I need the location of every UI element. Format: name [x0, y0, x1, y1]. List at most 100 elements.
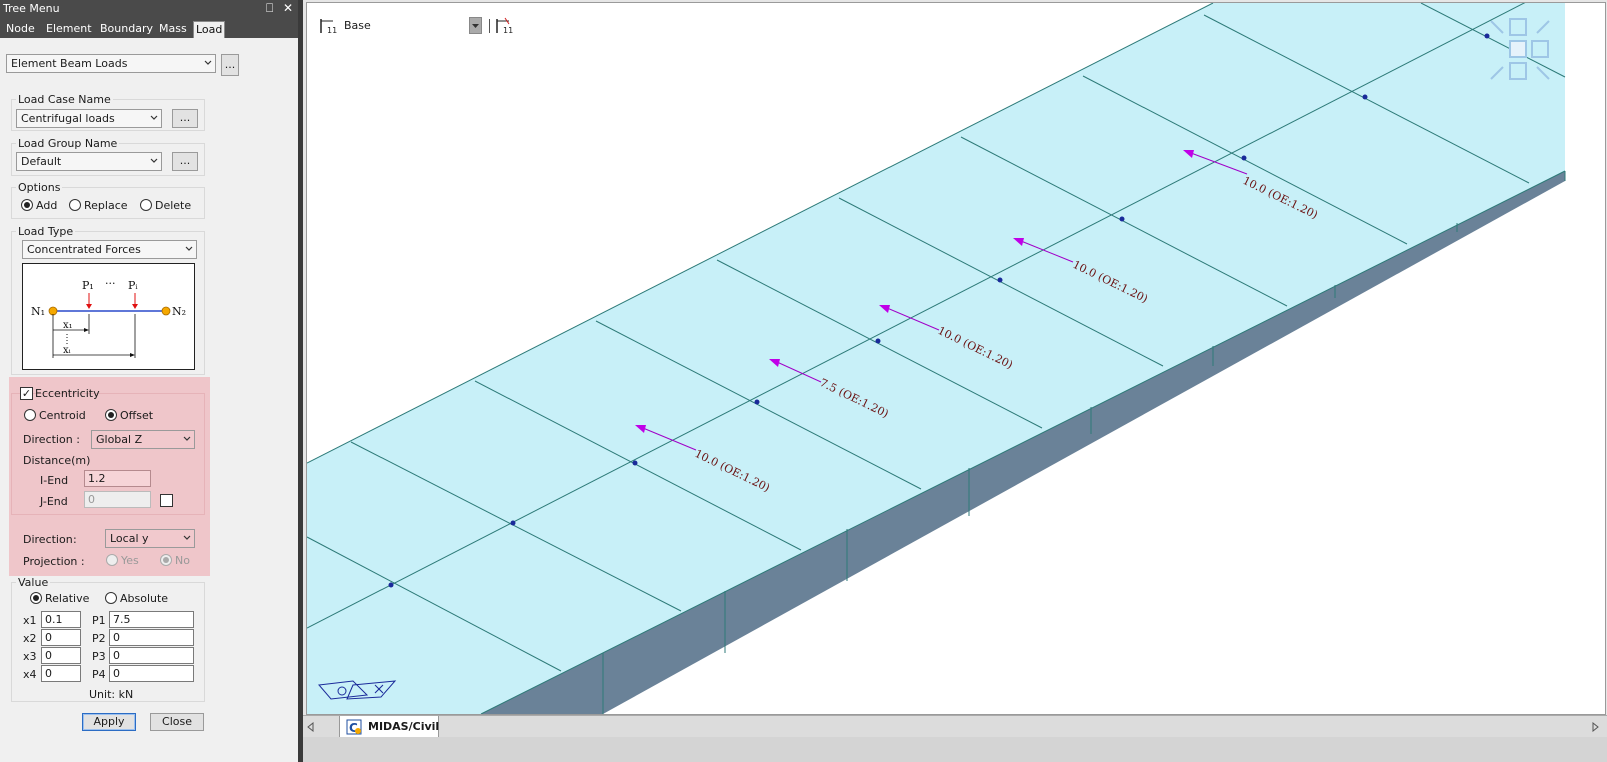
x4-label: x4	[23, 668, 37, 681]
midas-app-icon: C	[346, 719, 362, 735]
projection-label: Projection :	[23, 555, 85, 568]
i-end-label: I-End	[40, 474, 69, 487]
view-cube-icon[interactable]	[1490, 18, 1550, 80]
load-type-select[interactable]: Concentrated Forces	[22, 240, 197, 259]
close-button[interactable]: Close	[150, 713, 204, 731]
diagram-pi-label: Pᵢ	[128, 279, 138, 292]
option-replace-label: Replace	[84, 199, 128, 212]
tree-menu-tabs: Node Element Boundary Mass Load	[0, 18, 298, 38]
option-replace-radio[interactable]	[69, 199, 81, 211]
layer-name: Base	[344, 19, 371, 32]
p2-label: P2	[92, 632, 106, 645]
p1-input[interactable]: 7.5	[109, 611, 194, 628]
ecc-direction-select[interactable]: Global Z	[91, 430, 195, 449]
chevron-down-icon	[204, 60, 212, 65]
value-group	[11, 582, 205, 702]
tab-boundary[interactable]: Boundary	[100, 22, 153, 35]
eccentricity-checkbox[interactable]: ✓	[20, 387, 33, 400]
document-tab-label: MIDAS/Civil	[368, 720, 440, 733]
load-case-label: Load Case Name	[16, 93, 113, 106]
p3-input[interactable]: 0	[109, 647, 194, 664]
projection-no-label: No	[175, 554, 190, 567]
j-end-label: J-End	[40, 495, 68, 508]
i-end-input[interactable]: 1.2	[84, 470, 151, 487]
value-label: Value	[16, 576, 51, 589]
direction-colon: :	[73, 533, 77, 546]
status-bar	[303, 737, 1607, 762]
svg-text:11: 11	[503, 26, 513, 35]
p2-input[interactable]: 0	[109, 629, 194, 646]
direction-select[interactable]: Local y	[105, 529, 195, 548]
layer-dropdown-button[interactable]	[469, 17, 482, 34]
chevron-down-icon	[150, 158, 158, 163]
load-function-more-button[interactable]: ...	[221, 54, 239, 76]
x3-input[interactable]: 0	[41, 647, 81, 664]
option-add-label: Add	[36, 199, 58, 212]
relative-label: Relative	[45, 592, 90, 605]
relative-radio[interactable]	[30, 592, 42, 604]
projection-no-radio[interactable]	[160, 554, 172, 566]
toolbar-separator	[489, 19, 490, 33]
offset-label: Offset	[120, 409, 154, 422]
projection-yes-radio[interactable]	[106, 554, 118, 566]
x1-input[interactable]: 0.1	[41, 611, 81, 628]
load-arrows	[642, 152, 1248, 451]
panel-splitter[interactable]	[298, 0, 303, 762]
chevron-down-icon	[150, 115, 158, 120]
close-icon[interactable]: ✕	[283, 1, 294, 15]
load-case-more-button[interactable]: ...	[172, 109, 198, 128]
tree-menu-panel: Tree Menu ⎕ ✕ Node Element Boundary Mass…	[0, 0, 298, 762]
options-label: Options	[16, 181, 63, 194]
load-type-label: Load Type	[16, 225, 76, 238]
x2-label: x2	[23, 632, 37, 645]
apply-button[interactable]: Apply	[82, 713, 136, 731]
direction-label: Direction	[23, 533, 73, 546]
ecc-direction-value: Global Z	[96, 433, 143, 446]
model-viewport[interactable]: 10.0 (OE:1.20) 10.0 (OE:1.20) 10.0 (OE:1…	[306, 2, 1606, 715]
load-group-select[interactable]: Default	[16, 152, 162, 171]
layer-icon[interactable]: 11	[319, 17, 339, 35]
eccentricity-label: Eccentricity	[35, 387, 100, 400]
load-function-value: Element Beam Loads	[11, 57, 128, 70]
option-add-radio[interactable]	[21, 199, 33, 211]
diagram-dots-label: ···	[105, 277, 116, 290]
load-function-select[interactable]: Element Beam Loads	[6, 54, 216, 73]
option-delete-radio[interactable]	[140, 199, 152, 211]
load-arrowheads	[635, 150, 1194, 433]
load-type-diagram: N₁ N₂ P₁ ··· Pᵢ x₁ xᵢ	[22, 263, 195, 370]
absolute-radio[interactable]	[105, 592, 117, 604]
chevron-down-icon	[183, 436, 191, 441]
chevron-down-icon	[185, 246, 193, 251]
tab-mass[interactable]: Mass	[159, 22, 187, 35]
p4-input[interactable]: 0	[109, 665, 194, 682]
scroll-left-icon[interactable]	[307, 722, 315, 732]
deck-surface	[307, 3, 1565, 714]
centroid-radio[interactable]	[24, 409, 36, 421]
j-end-checkbox[interactable]	[160, 494, 173, 507]
svg-text:11: 11	[327, 26, 337, 35]
diagram-p1-label: P₁	[82, 279, 94, 292]
bridge-deck-model[interactable]: 10.0 (OE:1.20) 10.0 (OE:1.20) 10.0 (OE:1…	[307, 3, 1606, 715]
p1-label: P1	[92, 614, 106, 627]
tab-element[interactable]: Element	[46, 22, 92, 35]
eccentricity-group	[11, 393, 205, 515]
distance-label: Distance(m)	[23, 454, 91, 467]
offset-radio[interactable]	[105, 409, 117, 421]
x4-input[interactable]: 0	[41, 665, 81, 682]
x3-label: x3	[23, 650, 37, 663]
load-group-more-button[interactable]: ...	[172, 152, 198, 171]
x2-input[interactable]: 0	[41, 629, 81, 646]
load-type-value: Concentrated Forces	[27, 243, 141, 256]
document-tab-midas-civil[interactable]: C MIDAS/Civil	[339, 716, 439, 738]
load-case-select[interactable]: Centrifugal loads	[16, 109, 162, 128]
p4-label: P4	[92, 668, 106, 681]
tab-load[interactable]: Load	[193, 21, 226, 38]
j-end-input[interactable]: 0	[84, 491, 151, 508]
absolute-label: Absolute	[120, 592, 169, 605]
diagram-n1-label: N₁	[31, 305, 45, 318]
scroll-right-icon[interactable]	[1591, 722, 1599, 732]
direction-value: Local y	[110, 532, 149, 545]
active-layer-icon[interactable]: 11	[495, 17, 515, 35]
pin-icon[interactable]: ⎕	[266, 1, 274, 15]
tab-node[interactable]: Node	[6, 22, 35, 35]
